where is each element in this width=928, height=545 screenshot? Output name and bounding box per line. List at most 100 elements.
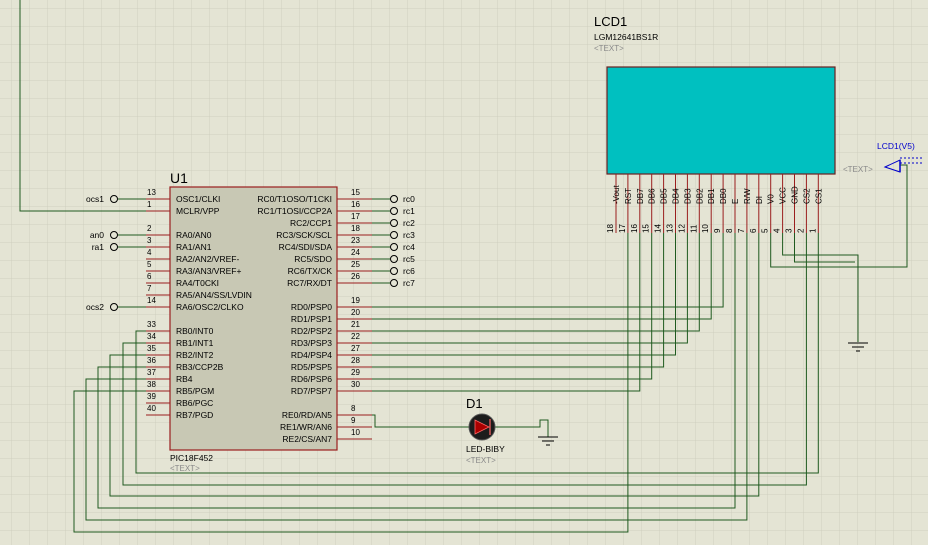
- mcu-pin-number: 5: [147, 260, 152, 269]
- lcd-pin-name: E: [731, 199, 740, 204]
- terminal-circle-icon[interactable]: [390, 231, 398, 239]
- mcu-pin-number: 8: [351, 404, 356, 413]
- mcu-pin-name: RB4: [176, 374, 193, 384]
- terminal-circle-icon[interactable]: [390, 219, 398, 227]
- terminal-circle-icon[interactable]: [390, 255, 398, 263]
- data-bus-wire: [372, 233, 688, 344]
- mcu-pin-name: RB5/PGM: [176, 386, 214, 396]
- left-terminal-label: ra1: [92, 242, 105, 252]
- mcu-pin-number: 29: [351, 368, 360, 377]
- lcd-pin-name: CS1: [814, 188, 823, 204]
- lcd-pin-number: 11: [689, 224, 698, 233]
- lcd-pin-number: 17: [618, 224, 627, 233]
- mcu-pin-name: RE0/RD/AN5: [282, 410, 332, 420]
- led-part: LED-BIBY: [466, 444, 505, 454]
- mcu-pin-number: 9: [351, 416, 356, 425]
- lcd-pin-name: VCC: [779, 187, 788, 204]
- mcu-pin-name: RC5/SDO: [294, 254, 332, 264]
- terminal-circle-icon[interactable]: [110, 231, 118, 239]
- led-d1[interactable]: D1 LED-BIBY <TEXT>: [466, 396, 505, 465]
- lcd-pin-number: 3: [785, 228, 794, 233]
- mcu-pin-name: RD4/PSP4: [291, 350, 332, 360]
- mcu-pin-name: RC4/SDI/SDA: [279, 242, 333, 252]
- led-ref: D1: [466, 396, 483, 411]
- lcd-pin-number: 10: [701, 224, 710, 233]
- mcu-pin-name: RD0/PSP0: [291, 302, 332, 312]
- lcd-pin-name: DB4: [672, 188, 681, 204]
- lcd-pin-number: 13: [666, 224, 675, 233]
- terminal-circle-icon[interactable]: [110, 243, 118, 251]
- lcd-pin-number: 14: [654, 224, 663, 233]
- mcu-pin-name: RB6/PGC: [176, 398, 213, 408]
- terminal-circle-icon[interactable]: [390, 243, 398, 251]
- mcu-pin-number: 17: [351, 212, 360, 221]
- lcd-pin-name: RST: [624, 188, 633, 204]
- lcd-pin-name: R/W: [743, 188, 752, 204]
- data-bus-wire: [372, 233, 700, 332]
- mcu-pin-number: 37: [147, 368, 156, 377]
- terminal-circle-icon[interactable]: [110, 195, 118, 203]
- lcd-pin-name: V0: [767, 194, 776, 204]
- mcu-pin-number: 24: [351, 248, 360, 257]
- mcu-pin-name: RD1/PSP1: [291, 314, 332, 324]
- rc-terminal-label: rc4: [403, 242, 415, 252]
- data-bus-wire: [372, 233, 712, 320]
- control-wire: [85, 233, 748, 521]
- mcu-pin-number: 40: [147, 404, 156, 413]
- lcd-pin-name: DB7: [636, 188, 645, 204]
- mcu-pin-name: RC0/T1OSO/T1CKI: [257, 194, 332, 204]
- data-bus-wire: [372, 233, 641, 392]
- mcu-pin-number: 38: [147, 380, 156, 389]
- mclr-wire: [19, 0, 146, 212]
- mcu-pin-name: RD2/PSP2: [291, 326, 332, 336]
- lcd-screen[interactable]: [606, 66, 836, 175]
- vcc-wire: [782, 233, 859, 342]
- lcd-pin-number: 9: [713, 228, 722, 233]
- mcu-pin-number: 28: [351, 356, 360, 365]
- mcu-pin-name: RA6/OSC2/CLKO: [176, 302, 244, 312]
- lcd-pin-name: DB5: [660, 188, 669, 204]
- grounds: [538, 342, 868, 446]
- terminal-circle-icon[interactable]: [390, 267, 398, 275]
- lcd-pin-name: GND: [791, 186, 800, 204]
- voltage-probe[interactable]: LCD1(V5): [877, 141, 922, 173]
- lcd-pin-number: 5: [761, 228, 770, 233]
- control-wire: [109, 233, 760, 497]
- mcu-pin-number: 10: [351, 428, 360, 437]
- gnd-wire: [794, 233, 855, 263]
- lcd-pin-name: DI: [755, 196, 764, 204]
- mcu-right-pins: 15RC0/T1OSO/T1CKI16RC1/T1OSI/CCP2A17RC2/…: [257, 188, 372, 444]
- mcu-pin-number: 20: [351, 308, 360, 317]
- lcd-pin-name: DB1: [707, 188, 716, 204]
- mcu-ref: U1: [170, 170, 188, 186]
- mcu-pin-number: 1: [147, 200, 152, 209]
- mcu-pin-name: RA2/AN2/VREF-: [176, 254, 239, 264]
- rc-terminal-label: rc1: [403, 206, 415, 216]
- led-cathode-wire: [495, 419, 549, 437]
- terminal-circle-icon[interactable]: [390, 279, 398, 287]
- lcd-pin-name: DB6: [648, 188, 657, 204]
- mcu-pin-number: 6: [147, 272, 152, 281]
- terminal-circle-icon[interactable]: [110, 303, 118, 311]
- lcd-pin-number: 12: [677, 224, 686, 233]
- rc-terminal-label: rc7: [403, 278, 415, 288]
- lcd-part: LGM12641BS1R: [594, 32, 658, 42]
- lcd-pin-number: 2: [796, 228, 805, 233]
- mcu-pin-name: RD3/PSP3: [291, 338, 332, 348]
- mcu-pin-number: 2: [147, 224, 152, 233]
- vout-probe-wire: [770, 164, 908, 268]
- terminal-circle-icon[interactable]: [390, 207, 398, 215]
- mcu-pin-name: RD7/PSP7: [291, 386, 332, 396]
- mcu-u1[interactable]: U1 PIC18F452 <TEXT> 13OSC1/CLKI1MCLR/VPP…: [146, 170, 372, 473]
- left-terminal-label: ocs2: [86, 302, 104, 312]
- control-wire: [122, 233, 807, 486]
- lcd-module[interactable]: LCD1 LGM12641BS1R <TEXT> <TEXT> -Vout18R…: [594, 14, 922, 233]
- mcu-body[interactable]: [169, 186, 338, 451]
- led-anode-wire: [372, 414, 469, 428]
- terminal-circle-icon[interactable]: [390, 195, 398, 203]
- data-bus-wire: [372, 233, 676, 356]
- mcu-pin-name: RA1/AN1: [176, 242, 212, 252]
